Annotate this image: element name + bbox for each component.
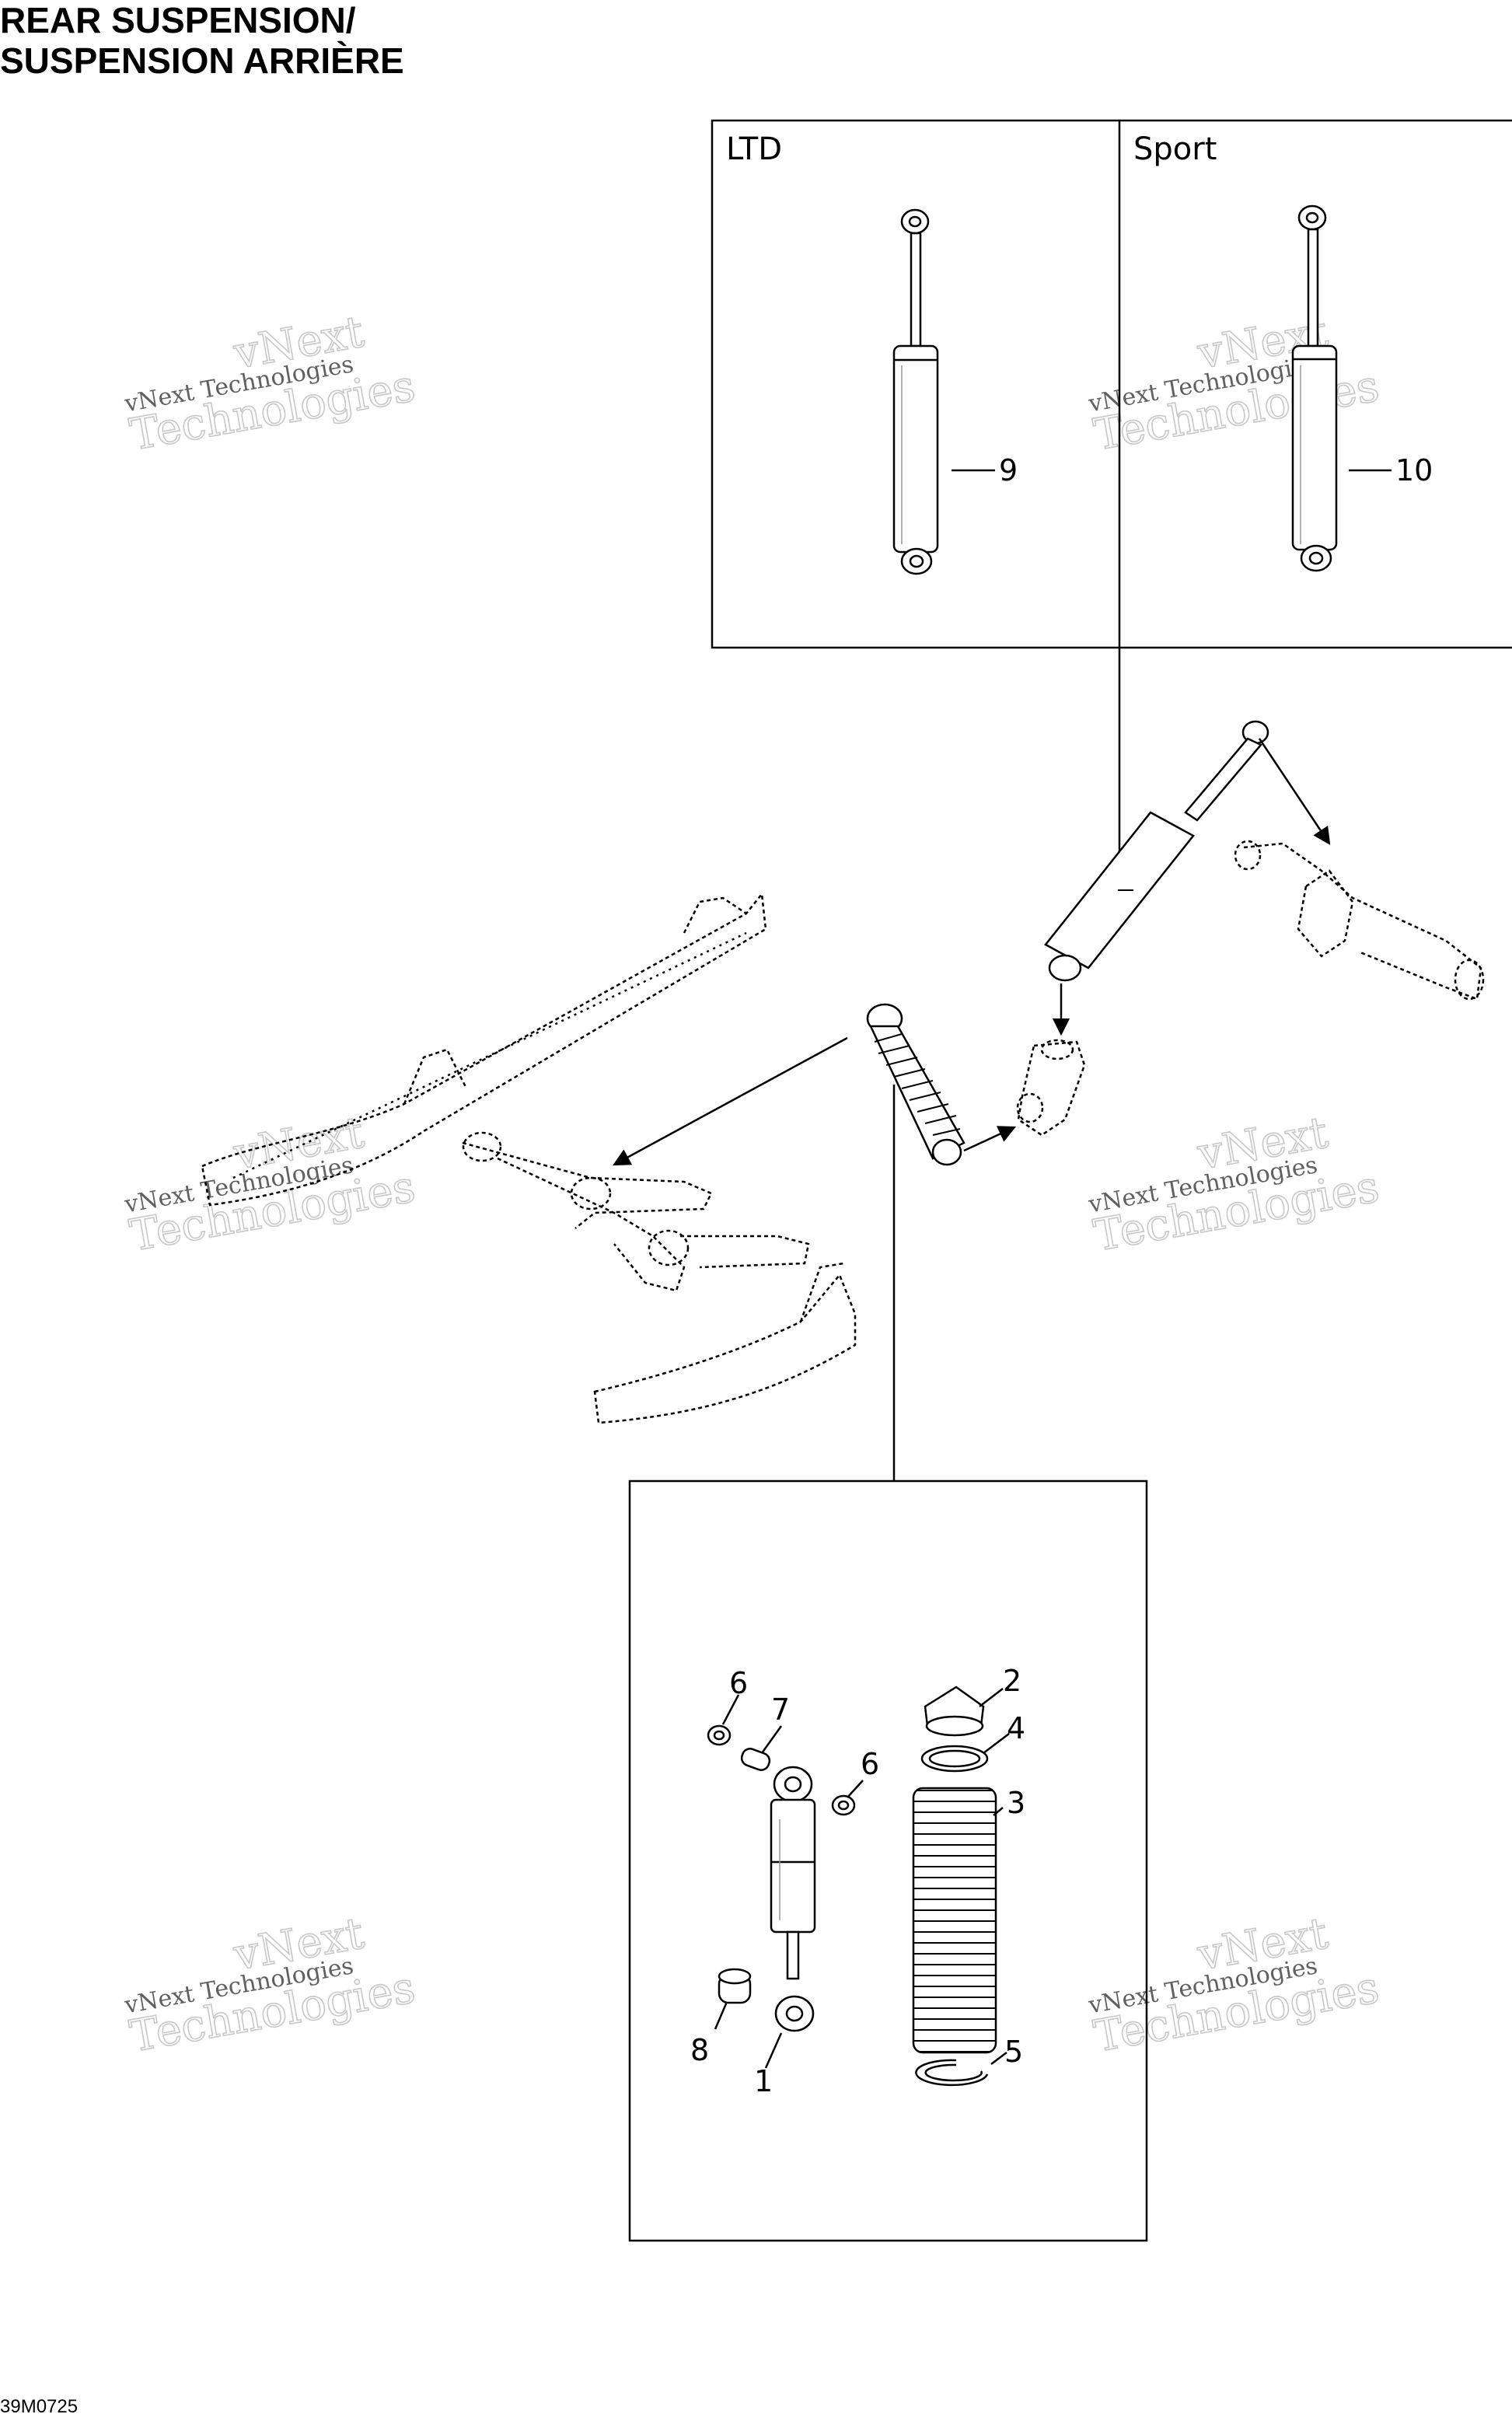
coil-spring <box>912 1787 997 2054</box>
callout-3: 3 <box>1007 1786 1025 1820</box>
watermarks: vNext vNext Technologies Technologies vN… <box>122 306 1384 2063</box>
front-arm <box>1234 840 1485 1001</box>
spring-washer <box>920 1745 989 1773</box>
shock-detail-box: 6 7 6 8 1 2 4 3 5 <box>628 1480 1148 2242</box>
watermark: vNext vNext Technologies Technologies <box>1086 1908 1384 2063</box>
callout-7: 7 <box>771 1693 790 1727</box>
arrow <box>1258 738 1331 845</box>
callout-4: 4 <box>1007 1711 1025 1745</box>
detail-box-frame <box>628 1480 1148 2242</box>
variant-box-frame <box>711 119 1512 649</box>
center-coil-shock <box>866 1003 966 1166</box>
callout-10: 10 <box>1395 453 1433 487</box>
shock-body <box>770 1766 816 2032</box>
title-line-english: REAR SUSPENSION/ <box>0 0 356 40</box>
linkage-block <box>1016 1039 1086 1137</box>
bushing-upper-right <box>831 1794 856 1816</box>
watermark: vNext vNext Technologies Technologies <box>122 306 420 462</box>
drawing-reference-code: 39M0725 <box>0 2396 79 2417</box>
callout-9: 9 <box>999 453 1018 487</box>
callout-5: 5 <box>1004 2035 1023 2069</box>
arrow <box>963 1126 1017 1152</box>
callout-6: 6 <box>861 1747 879 1781</box>
callout-1: 1 <box>754 2064 773 2098</box>
callout-8: 8 <box>690 2033 709 2067</box>
page-title: REAR SUSPENSION/ SUSPENSION ARRIÈRE <box>0 0 404 81</box>
sleeve-pin <box>740 1748 771 1771</box>
watermark: vNext vNext Technologies Technologies <box>122 1107 420 1263</box>
watermark: vNext vNext Technologies Technologies <box>122 1908 420 2063</box>
suspension-assembly <box>201 720 1485 1424</box>
arrow <box>613 1036 848 1166</box>
front-arm-shock <box>1044 720 1269 982</box>
title-line-french: SUSPENSION ARRIÈRE <box>0 40 404 81</box>
spring-retainer-top <box>924 1686 985 1737</box>
shock-absorber-sport <box>1291 204 1338 572</box>
lower-bushing <box>718 1968 752 2004</box>
watermark: vNext vNext Technologies Technologies <box>1086 1107 1384 1263</box>
shock-absorber-ltd <box>892 208 939 575</box>
leader-lines <box>714 1688 1010 2069</box>
rear-arm <box>462 1131 810 1292</box>
callout-6: 6 <box>729 1666 748 1700</box>
slide-rail-upper <box>201 891 767 1207</box>
variant-label-sport: Sport <box>1133 131 1217 167</box>
variant-box: LTD Sport 9 10 <box>711 119 1512 649</box>
bushing-upper-left <box>707 1724 732 1746</box>
slide-rail-lower <box>593 1262 857 1424</box>
spring-clip <box>915 2059 989 2087</box>
variant-label-ltd: LTD <box>726 131 782 167</box>
callout-2: 2 <box>1003 1664 1021 1698</box>
